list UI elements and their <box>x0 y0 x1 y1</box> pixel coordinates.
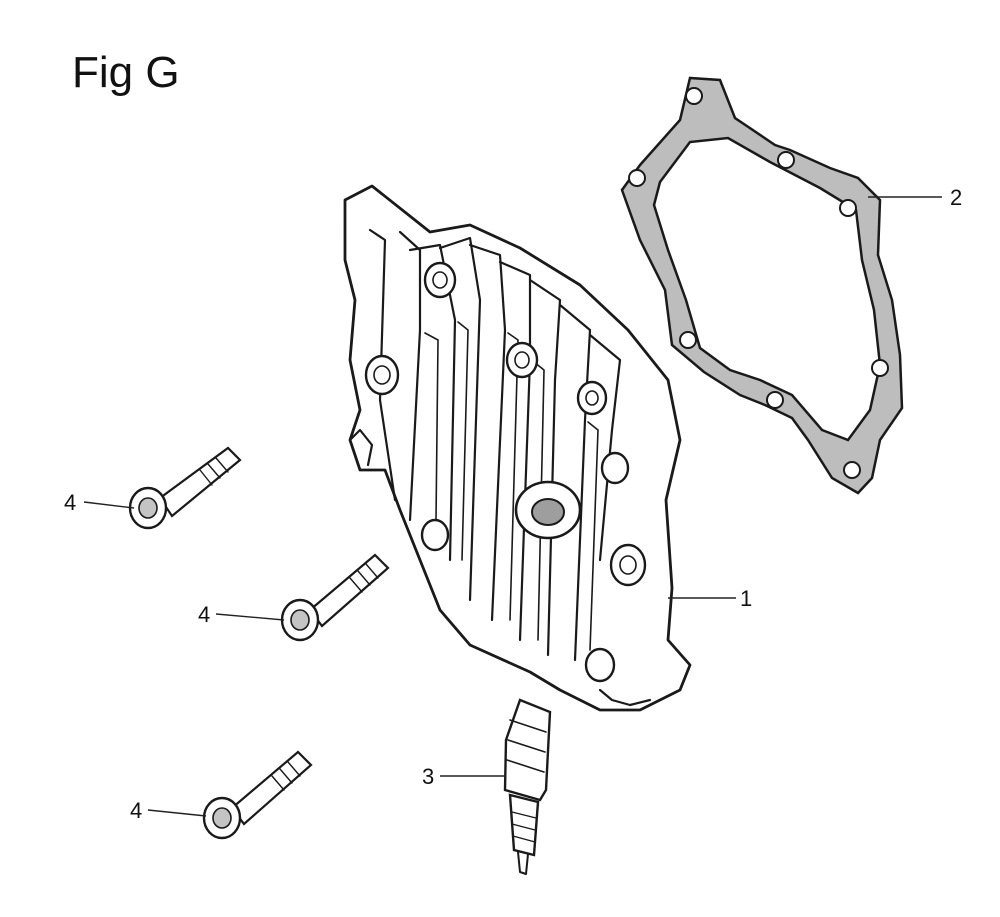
callout-4c: 4 <box>130 798 142 823</box>
cylinder-head[interactable] <box>343 184 692 712</box>
bolt-upper[interactable] <box>128 446 242 530</box>
callout-2: 2 <box>950 185 962 210</box>
spark-plug[interactable] <box>503 698 552 875</box>
bolt-middle[interactable] <box>280 553 390 642</box>
leader-4b <box>215 613 285 621</box>
leader-4a <box>83 501 135 509</box>
callout-4b: 4 <box>198 602 210 627</box>
figure-title: Fig G <box>72 48 180 97</box>
leader-lines <box>83 196 942 817</box>
callout-4a: 4 <box>64 490 76 515</box>
bolt-lower[interactable] <box>202 750 313 840</box>
head-gasket[interactable] <box>620 76 904 495</box>
callout-1: 1 <box>740 586 752 611</box>
callout-3: 3 <box>422 764 434 789</box>
leader-4c <box>147 809 207 817</box>
